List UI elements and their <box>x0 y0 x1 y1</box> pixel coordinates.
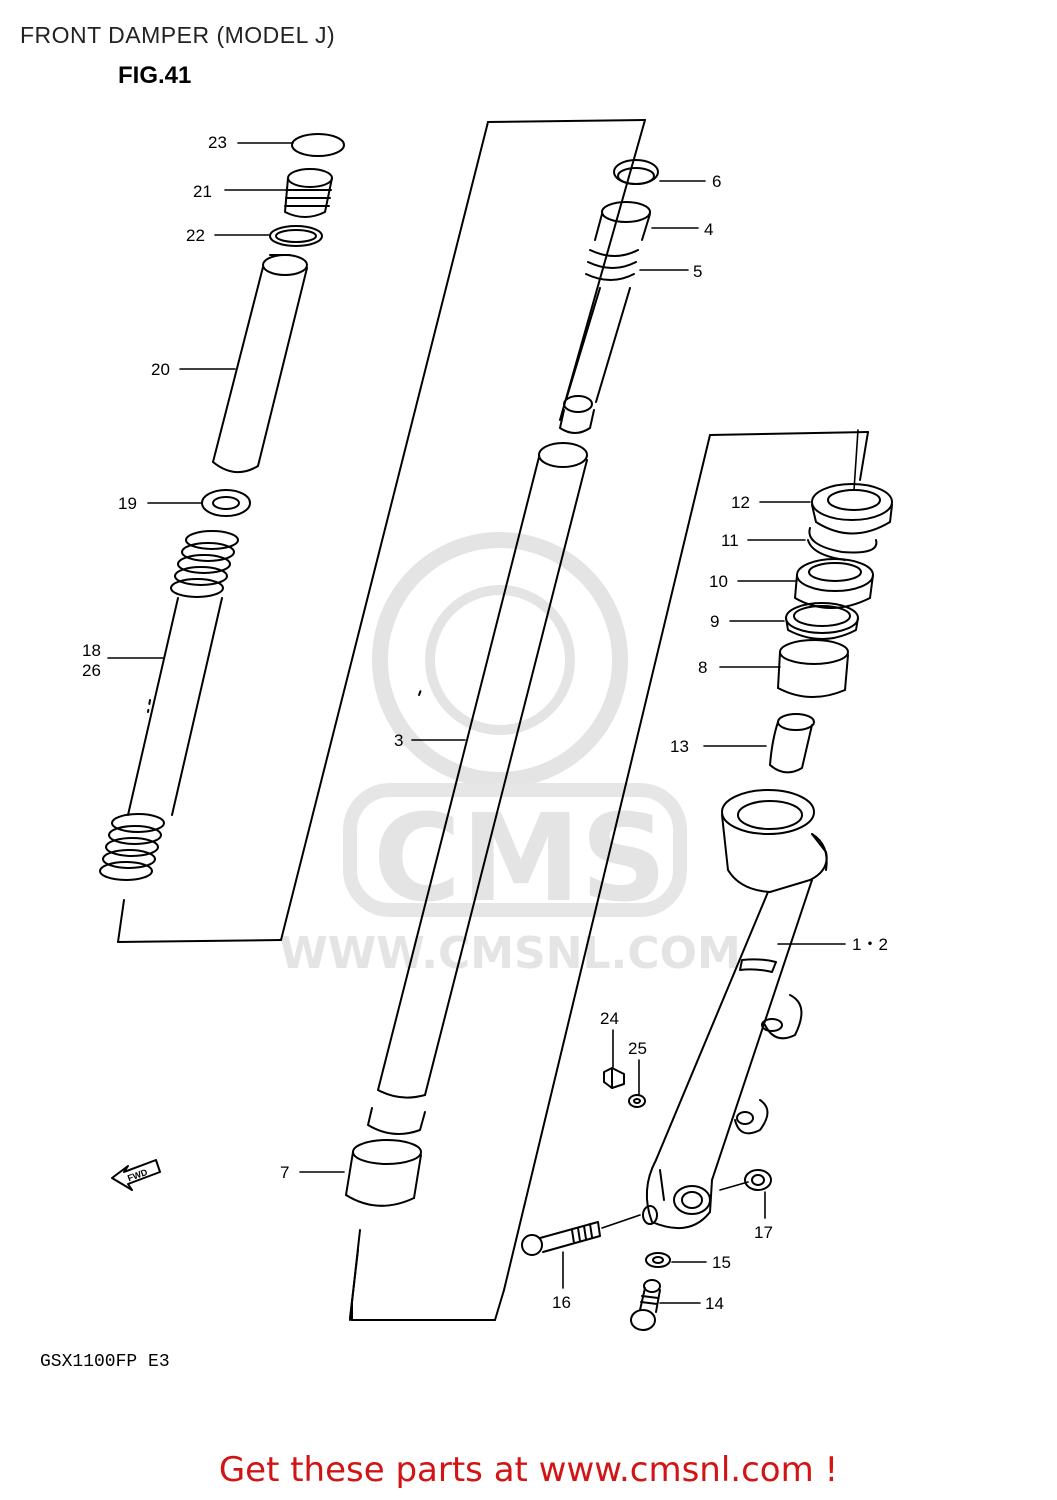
o-ring-22 <box>269 225 323 247</box>
cap-ring-23 <box>291 133 345 157</box>
part-label-3: 3 <box>394 731 403 750</box>
fork-spring-18-26 <box>99 530 239 881</box>
part-label-21: 21 <box>193 182 212 201</box>
part-label-8: 8 <box>698 658 707 677</box>
part-label-1-2: 1・2 <box>852 935 888 954</box>
part-label-20: 20 <box>151 360 170 379</box>
part-label-23: 23 <box>208 133 227 152</box>
part-label-10: 10 <box>709 572 728 591</box>
cap-bolt-21 <box>284 168 333 218</box>
seal-retainer-9 <box>785 602 859 640</box>
axle-nut-17 <box>744 1169 772 1191</box>
part-label-13: 13 <box>670 737 689 756</box>
part-label-14: 14 <box>705 1294 724 1313</box>
promo-link[interactable]: Get these parts at www.cmsnl.com ! <box>218 1450 839 1490</box>
part-label-4: 4 <box>704 220 713 239</box>
bolt-16 <box>521 1221 601 1256</box>
guide-bush-8 <box>777 639 849 699</box>
washer-19 <box>201 489 251 517</box>
part-label-17: 17 <box>754 1223 773 1242</box>
slide-bush-7 <box>345 1139 422 1207</box>
bolt-14 <box>630 1279 661 1331</box>
part-label-26: 26 <box>82 661 101 680</box>
part-label-5: 5 <box>693 262 702 281</box>
part-label-12: 12 <box>731 493 750 512</box>
part-label-15: 15 <box>712 1253 731 1272</box>
spacer-tube-20 <box>212 254 308 473</box>
oil-seal-10 <box>794 558 874 609</box>
part-label-9: 9 <box>710 612 719 631</box>
page-title: FRONT DAMPER (MODEL J) <box>20 22 336 48</box>
oil-lock-piece-13 <box>769 713 815 774</box>
part-label-18: 18 <box>82 641 101 660</box>
cms-watermark: CMS WWW.CMSNL.COM <box>279 532 741 979</box>
inner-tube-3 <box>367 442 588 1135</box>
part-label-25: 25 <box>628 1039 647 1058</box>
part-labels: 23 21 22 20 19 18 26 6 4 5 3 12 11 10 9 … <box>82 133 888 1313</box>
outer-tube-1-2 <box>642 789 828 1229</box>
washer-15 <box>645 1252 671 1268</box>
part-label-22: 22 <box>186 226 205 245</box>
drain-screw-24 <box>603 1067 625 1089</box>
part-label-19: 19 <box>118 494 137 513</box>
dust-seal-12 <box>811 483 893 535</box>
figure-label: FIG.41 <box>118 62 192 89</box>
model-code: GSX1100FP E3 <box>40 1352 170 1372</box>
part-label-16: 16 <box>552 1293 571 1312</box>
leader-lines <box>107 142 859 1304</box>
ring-6 <box>613 159 659 185</box>
part-label-24: 24 <box>600 1009 619 1028</box>
part-label-6: 6 <box>712 172 721 191</box>
watermark-url-text: WWW.CMSNL.COM <box>279 928 741 979</box>
watermark-logo-text: CMS <box>373 790 667 929</box>
damper-rod-4-5 <box>559 201 651 434</box>
fwd-arrow-icon <box>111 1159 161 1191</box>
part-label-11: 11 <box>721 531 739 550</box>
gasket-25 <box>628 1094 646 1108</box>
part-label-7: 7 <box>280 1163 289 1182</box>
